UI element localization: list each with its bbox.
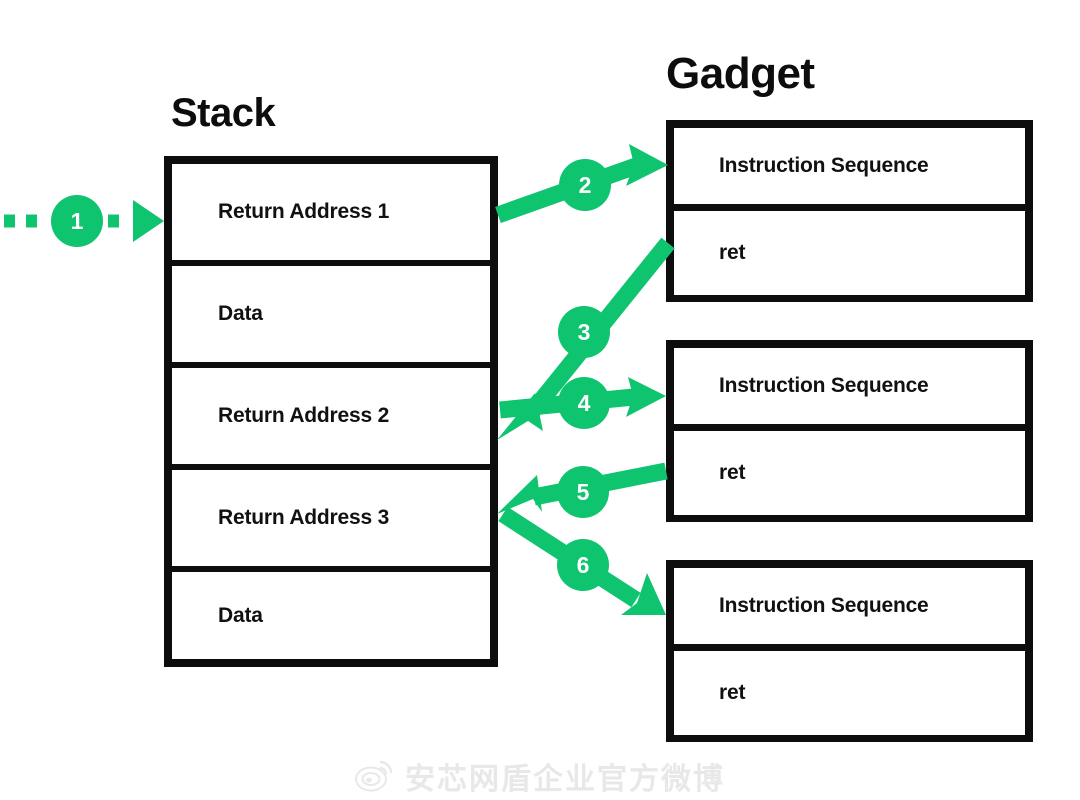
gadget-2-instruction-sequence-cell[interactable]: Instruction Sequence [674, 348, 1025, 431]
gadget-cell-label: ret [719, 681, 746, 704]
gadget-1-instruction-sequence-cell[interactable]: Instruction Sequence [674, 128, 1025, 211]
step-number: 4 [577, 389, 591, 416]
gadget-cell-label: ret [719, 461, 746, 484]
gadget-1-ret-cell[interactable]: ret [674, 211, 1025, 295]
stack-cell-return-address-3[interactable]: Return Address 3 [172, 470, 490, 572]
stack-cell-label: Return Address 2 [218, 404, 390, 427]
step-circle-3[interactable]: 3 [558, 306, 610, 358]
step-number: 2 [578, 171, 592, 198]
stack-block: Return Address 1 Data Return Address 2 R… [164, 156, 498, 667]
gadget-block-3: Instruction Sequence ret [666, 560, 1033, 742]
gadget-block-1: Instruction Sequence ret [666, 120, 1033, 302]
stack-cell-return-address-1[interactable]: Return Address 1 [172, 164, 490, 266]
stack-cell-data-2[interactable]: Data [172, 572, 490, 659]
step-number: 6 [576, 551, 590, 578]
step-circle-4[interactable]: 4 [558, 377, 610, 429]
stack-title: Stack [171, 91, 276, 135]
gadget-cell-label: ret [719, 241, 746, 264]
weibo-eye-icon [355, 760, 393, 792]
stack-cell-label: Return Address 3 [218, 506, 390, 529]
step-circle-2[interactable]: 2 [559, 159, 611, 211]
step-circle-1[interactable]: 1 [51, 195, 103, 247]
stack-cell-label: Data [218, 302, 263, 325]
gadget-2-ret-cell[interactable]: ret [674, 431, 1025, 515]
step-number: 1 [70, 207, 84, 234]
gadget-cell-label: Instruction Sequence [719, 154, 929, 177]
watermark: 安芯网盾企业官方微博 [0, 752, 1080, 800]
step-circle-6[interactable]: 6 [557, 539, 609, 591]
stack-cell-label: Data [218, 603, 263, 627]
stack-cell-data-1[interactable]: Data [172, 266, 490, 368]
gadget-3-instruction-sequence-cell[interactable]: Instruction Sequence [674, 568, 1025, 651]
gadget-cell-label: Instruction Sequence [719, 594, 929, 617]
gadget-3-ret-cell[interactable]: ret [674, 651, 1025, 735]
watermark-text: 安芯网盾企业官方微博 [405, 762, 725, 797]
gadget-cell-label: Instruction Sequence [719, 374, 929, 397]
step-circle-5[interactable]: 5 [557, 466, 609, 518]
gadget-block-2: Instruction Sequence ret [666, 340, 1033, 522]
step-number: 3 [577, 318, 591, 345]
stack-cell-return-address-2[interactable]: Return Address 2 [172, 368, 490, 470]
stack-cell-label: Return Address 1 [218, 200, 390, 223]
gadget-title: Gadget [666, 49, 815, 98]
step-number: 5 [576, 478, 590, 505]
